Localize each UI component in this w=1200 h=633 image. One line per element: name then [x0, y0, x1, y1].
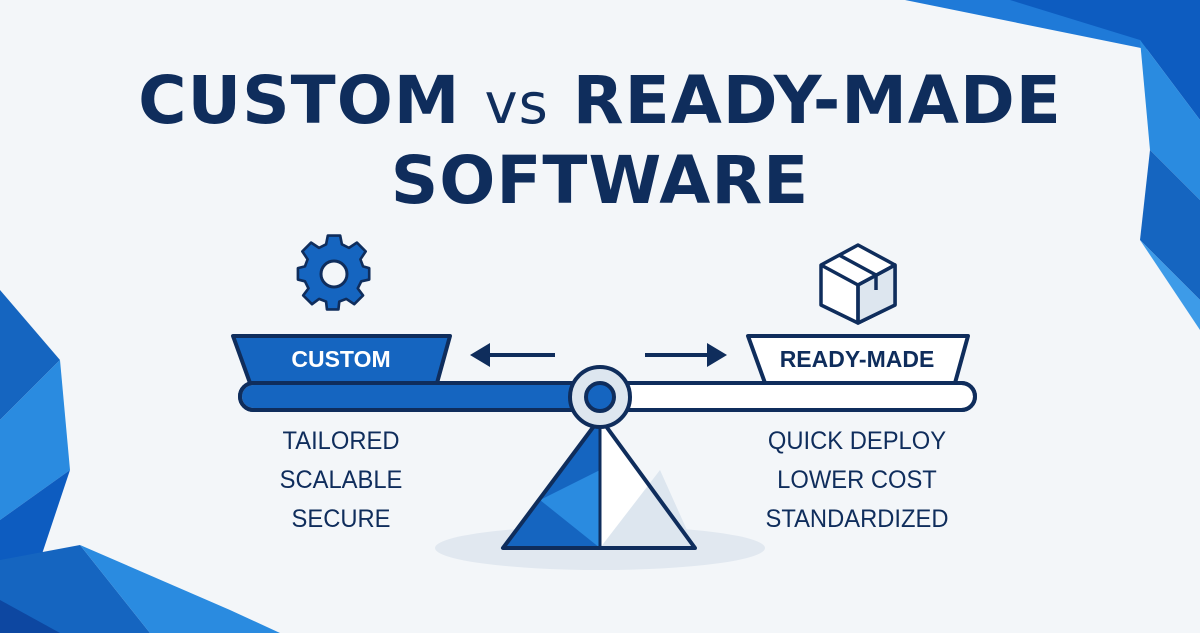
- feature-item: STANDARDIZED: [765, 505, 949, 533]
- page-title-line-2: SOFTWARE: [390, 142, 810, 219]
- custom-tray-label: CUSTOM: [291, 346, 390, 372]
- pivot-icon: [568, 365, 632, 429]
- corner-decoration-left: [0, 290, 70, 560]
- feature-item: SCALABLE: [279, 466, 403, 494]
- box-icon: [819, 243, 897, 325]
- feature-item: SECURE: [291, 505, 391, 533]
- page-title-line-1: CUSTOM vs READY-MADE: [0, 62, 1200, 139]
- arrow-right-icon: [645, 343, 727, 367]
- gear-icon: [296, 234, 371, 311]
- feature-item: LOWER COST: [777, 466, 937, 494]
- corner-decoration-top-right: [905, 0, 1200, 330]
- fulcrum-triangle: [501, 416, 697, 550]
- ready-made-tray-label: READY-MADE: [780, 346, 935, 372]
- custom-tray: [231, 334, 452, 385]
- feature-item: TAILORED: [282, 427, 400, 455]
- ready-made-features-list: QUICK DEPLOY LOWER COST STANDARDIZED: [737, 422, 977, 539]
- corner-decoration-bottom-left: [0, 545, 280, 633]
- title-custom: CUSTOM: [138, 62, 461, 139]
- arrow-left-icon: [470, 343, 555, 367]
- title-vs: vs: [484, 72, 549, 137]
- ready-made-tray: [746, 334, 970, 385]
- custom-features-list: TAILORED SCALABLE SECURE: [221, 422, 461, 539]
- title-ready-made: READY-MADE: [572, 62, 1062, 139]
- feature-item: QUICK DEPLOY: [767, 427, 947, 455]
